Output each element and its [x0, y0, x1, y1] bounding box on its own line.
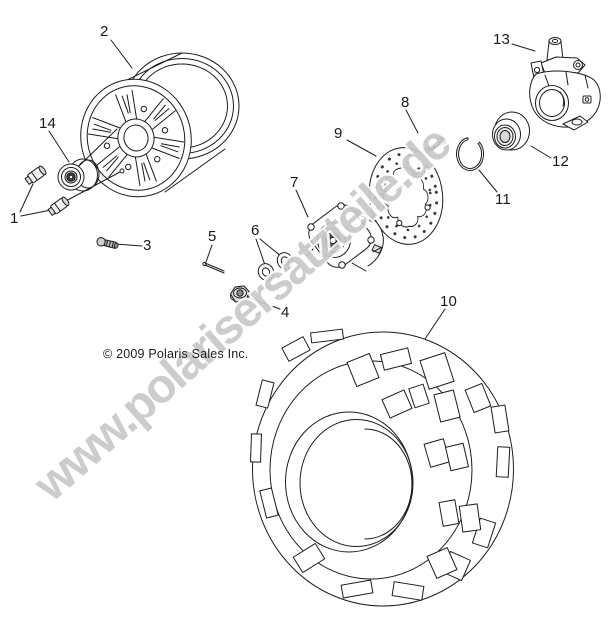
callout-label-10: 10: [440, 293, 458, 310]
bearing-drawing: [492, 111, 530, 151]
brake-disc-drawing: [368, 147, 444, 245]
nut-drawing: [230, 285, 250, 303]
callout-label-6: 6: [251, 222, 260, 239]
callout-label-8: 8: [401, 94, 410, 111]
cotter-pin-drawing: [202, 261, 225, 274]
callout-label-1: 1: [10, 210, 19, 227]
snap-ring-drawing: [456, 137, 485, 171]
washers-drawing: [257, 252, 294, 281]
callout-label-13: 13: [493, 31, 511, 48]
callout-label-7: 7: [290, 174, 299, 191]
bolt-drawing: [421, 136, 447, 156]
copyright-text: © 2009 Polaris Sales Inc.: [103, 347, 249, 361]
hub-drawing: [306, 202, 384, 272]
knuckle-drawing: [529, 37, 601, 131]
callout-label-3: 3: [143, 237, 152, 254]
valve-stem-drawing: [96, 237, 119, 249]
callout-label-5: 5: [208, 228, 217, 245]
callout-label-4: 4: [281, 304, 290, 321]
callout-label-9: 9: [334, 125, 343, 142]
hub-cap-drawing: [57, 158, 100, 192]
wheel-rim-drawing: [80, 52, 240, 198]
alignment-lines: [63, 128, 121, 203]
tire-drawing: [250, 328, 514, 607]
leader-lines: [19, 39, 552, 352]
callout-label-14: 14: [39, 115, 57, 132]
lug-nuts-drawing: [24, 165, 70, 216]
callout-label-12: 12: [552, 153, 570, 170]
callout-label-11: 11: [495, 191, 511, 208]
callout-label-2: 2: [100, 23, 109, 40]
